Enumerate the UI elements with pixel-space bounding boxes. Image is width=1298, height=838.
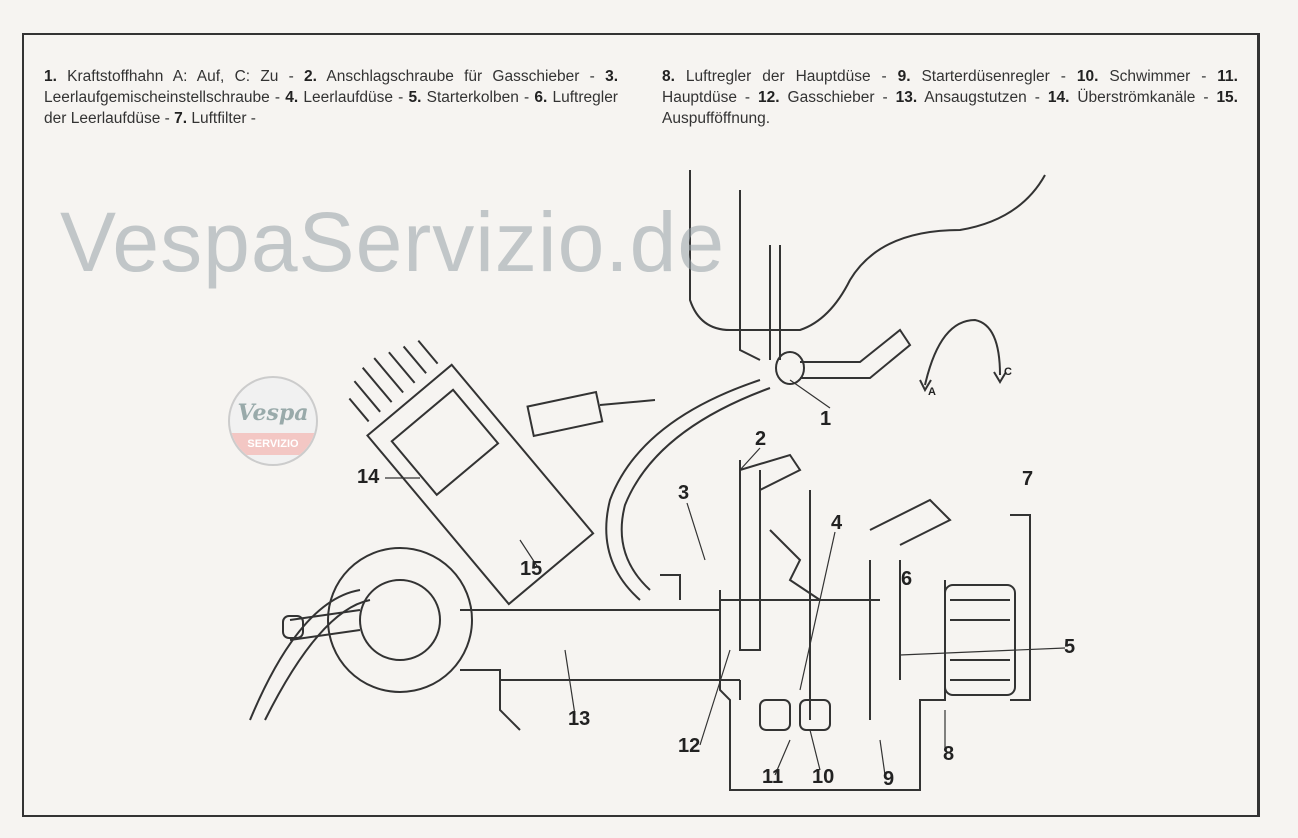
fuel-line [739,190,781,361]
label-14: 14 [357,466,380,488]
caption-item: 10. Schwimmer - [1077,68,1217,85]
spark-plug [526,390,656,438]
logo-top-text: Vespa [237,400,309,426]
caption-left: 1. Kraftstoffhahn A: Auf, C: Zu - 2. Ans… [44,66,618,129]
caption-text: Auspufföffnung. [662,110,771,127]
caption-number: 1. [44,68,57,85]
caption-item: 3. Leerlaufgemischeinstellschraube - [44,68,618,106]
caption-item: 9. Starterdüsenregler - [898,68,1077,85]
caption-right: 8. Luftregler der Hauptdüse - 9. Starter… [662,66,1238,129]
label-a: A [928,386,936,398]
label-5: 5 [1064,636,1076,658]
caption-text: Starterdüsenregler - [910,68,1077,85]
fuel-tank [689,170,1046,331]
caption-number: 9. [897,68,911,85]
caption-number: 8. [662,68,675,85]
caption-item: 6. Luftregler der Leerlaufdüse - [44,89,618,127]
caption-number: 14. [1047,89,1070,106]
caption-number: 3. [605,68,619,85]
caption-item: 12. Gasschieber - [758,89,896,106]
caption-item: 2. Anschlagschraube für Gasschieber - [304,68,605,85]
caption-text: Leerlaufdüse - [298,89,409,106]
caption-number: 10. [1076,68,1099,85]
page-frame [22,33,1260,817]
air-filter [944,514,1031,701]
caption-item: 11. Hauptdüse - [662,68,1238,106]
watermark: VespaServizio.de [60,195,726,289]
label-1: 1 [820,408,832,430]
label-9: 9 [883,768,895,790]
caption-item: 1. Kraftstoffhahn A: Auf, C: Zu - [44,68,304,85]
caption-number: 6. [534,89,548,106]
logo-bottom-text: SERVIZIO [230,433,316,455]
crankshaft [289,609,361,641]
caption-text: Gasschieber - [779,89,896,106]
label-13: 13 [568,708,591,730]
crankshaft-flywheel [327,547,473,693]
caption-text: Kraftstoffhahn A: Auf, C: Zu - [56,68,305,85]
caption-text: Schwimmer - [1098,68,1218,85]
caption-number: 5. [408,89,422,106]
caption-number: 12. [758,89,780,106]
label-6: 6 [901,568,913,590]
label-4: 4 [831,512,843,534]
fuel-pipe [605,379,771,601]
caption-item: 14. Überströmkanäle - [1048,89,1217,106]
label-12: 12 [678,735,701,757]
fuel-tap [775,328,912,385]
caption-item: 4. Leerlaufdüse - [285,89,408,106]
rotation-arrow [924,318,1001,386]
caption-text: Leerlaufgemischeinstellschraube - [44,89,286,106]
caption-number: 4. [285,89,299,106]
caption-text: Hauptdüse - [662,89,759,106]
label-c: C [1004,366,1012,378]
caption-text: Überströmkanäle - [1069,89,1217,106]
caption-text: Ansaugstutzen - [917,89,1048,106]
label-2: 2 [755,428,767,450]
caption-item: 8. Luftregler der Hauptdüse - [662,68,898,85]
caption-number: 15. [1216,89,1238,106]
caption-text: Luftfilter - [187,110,256,127]
caption-number: 2. [304,68,317,85]
vespa-servizio-logo: Vespa SERVIZIO [228,376,318,466]
label-7: 7 [1022,468,1034,490]
caption-text: Luftregler der Leerlaufdüse - [44,89,618,127]
caption-number: 13. [895,89,918,106]
caption-text: Starterkolben - [421,89,535,106]
intake-manifold [460,599,880,731]
caption-text: Luftregler der Hauptdüse - [674,68,898,85]
caption-item: 5. Starterkolben - [409,89,535,106]
caption-item: 15. Auspufföffnung. [662,89,1238,127]
caption-text: Anschlagschraube für Gasschieber - [316,68,606,85]
label-10: 10 [812,766,835,788]
carburetor-body [719,453,952,791]
caption-number: 11. [1217,68,1238,85]
cylinder [348,339,595,606]
leader-lines [385,379,1066,776]
caption-number: 7. [174,110,188,127]
label-8: 8 [943,743,955,765]
label-15: 15 [520,558,543,580]
caption-item: 13. Ansaugstutzen - [896,89,1048,106]
label-11: 11 [762,766,784,788]
label-3: 3 [678,482,690,504]
caption-item: 7. Luftfilter - [174,110,256,127]
